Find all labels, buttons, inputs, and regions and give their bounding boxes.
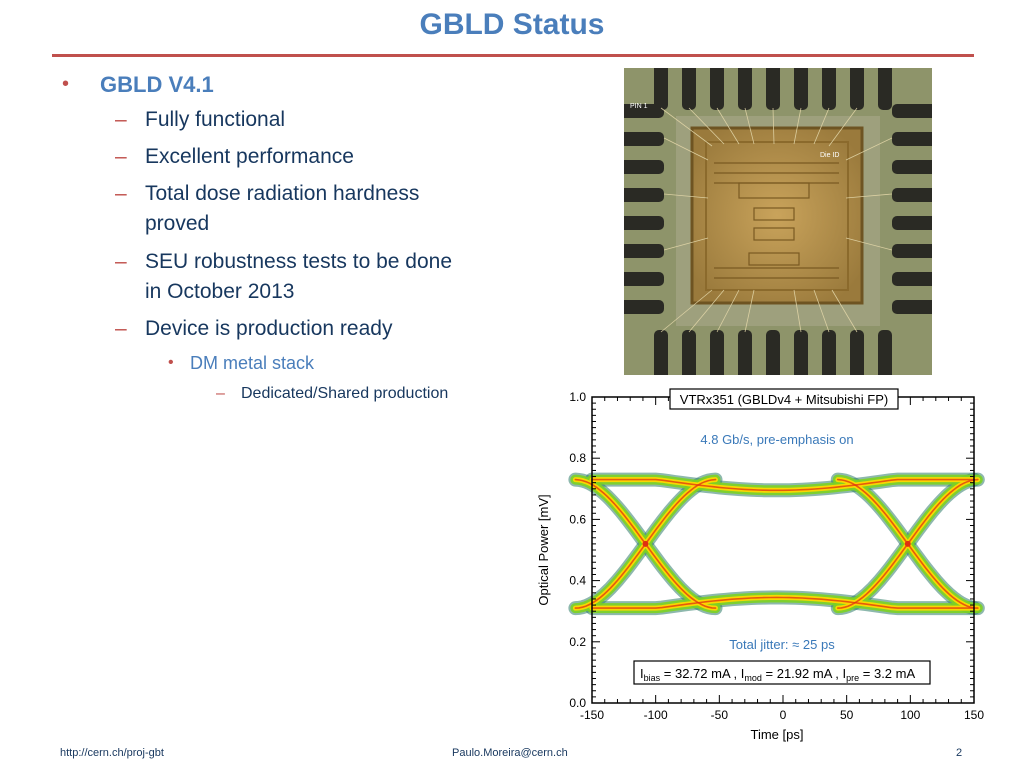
eye-crossing-point: [642, 540, 649, 547]
dash-marker: –: [115, 145, 127, 168]
currents-text: Ibias = 32.72 mA , Imod = 21.92 mA , Ipr…: [640, 666, 915, 683]
x-tick-label: -100: [644, 708, 668, 722]
level2-item: Total dose radiation hardness: [145, 182, 420, 205]
footer-author: Paulo.Moreira@cern.ch: [452, 747, 568, 759]
dash-marker: –: [115, 182, 127, 205]
x-tick-label: 100: [900, 708, 920, 722]
level2-item-continuation: in October 2013: [145, 280, 295, 303]
x-tick-label: 0: [780, 708, 787, 722]
footer-url: http://cern.ch/proj-gbt: [60, 747, 164, 759]
level2-item-continuation: proved: [145, 212, 210, 235]
x-tick-label: 50: [840, 708, 854, 722]
bullet-list: • GBLD V4.1 – Fully functional – Excelle…: [62, 72, 453, 402]
x-tick-label: -150: [580, 708, 604, 722]
die-photo: PIN 1 Die ID: [624, 68, 932, 375]
level2-item: Device is production ready: [145, 317, 393, 340]
title-divider: [52, 54, 974, 57]
bullet-marker: •: [168, 354, 174, 371]
bitrate-annotation: 4.8 Gb/s, pre-emphasis on: [700, 432, 853, 447]
level2-item: Excellent performance: [145, 145, 354, 168]
eye-crossing-point: [904, 540, 911, 547]
chart-title: VTRx351 (GBLDv4 + Mitsubishi FP): [680, 392, 888, 407]
dash-marker: –: [216, 385, 225, 402]
dash-marker: –: [115, 108, 127, 131]
eye-core-trace: [591, 478, 975, 492]
x-tick-label: -50: [711, 708, 729, 722]
dash-marker: –: [115, 250, 127, 273]
level2-item: SEU robustness tests to be done: [145, 250, 453, 273]
chart-title-box: [669, 388, 899, 410]
x-axis-label: Time [ps]: [751, 727, 804, 742]
y-tick-label: 0.8: [569, 451, 586, 465]
y-tick-label: 0.0: [569, 696, 586, 710]
leadframe: [624, 68, 932, 375]
y-axis-label: Optical Power [mV]: [536, 494, 551, 605]
pin1-label: PIN 1: [630, 103, 648, 110]
level3-item: DM metal stack: [190, 353, 315, 373]
footer-page-number: 2: [956, 747, 963, 759]
level1-item: GBLD V4.1: [100, 72, 214, 97]
silicon-die: [690, 126, 864, 305]
eye-diagram-svg: -150 -100 -50 0 50 100 150 0.0 0.2 0.4 0.6 0.8 1.0 V…: [536, 388, 985, 742]
y-tick-label: 0.6: [569, 512, 586, 526]
level4-item: Dedicated/Shared production: [241, 385, 449, 402]
die-id-label: Die ID: [820, 152, 839, 159]
bullet-marker: •: [62, 73, 70, 95]
jitter-annotation: Total jitter: ≈ 25 ps: [729, 637, 835, 652]
die-photo-image: PIN 1 Die ID: [624, 68, 932, 375]
level2-item: Fully functional: [145, 108, 286, 131]
x-tick-label: 150: [964, 708, 984, 722]
y-tick-label: 0.4: [569, 574, 586, 588]
eye-traces: [568, 472, 985, 616]
y-tick-label: 0.2: [569, 635, 586, 649]
page-title: GBLD Status: [419, 8, 605, 41]
eye-diagram-chart: -150 -100 -50 0 50 100 150 0.0 0.2 0.4 0.6 0.8 1.0 V…: [532, 385, 992, 747]
currents-box: [633, 660, 931, 685]
y-tick-label: 1.0: [569, 390, 586, 404]
dash-marker: –: [115, 317, 127, 340]
eye-core-trace: [591, 596, 975, 609]
